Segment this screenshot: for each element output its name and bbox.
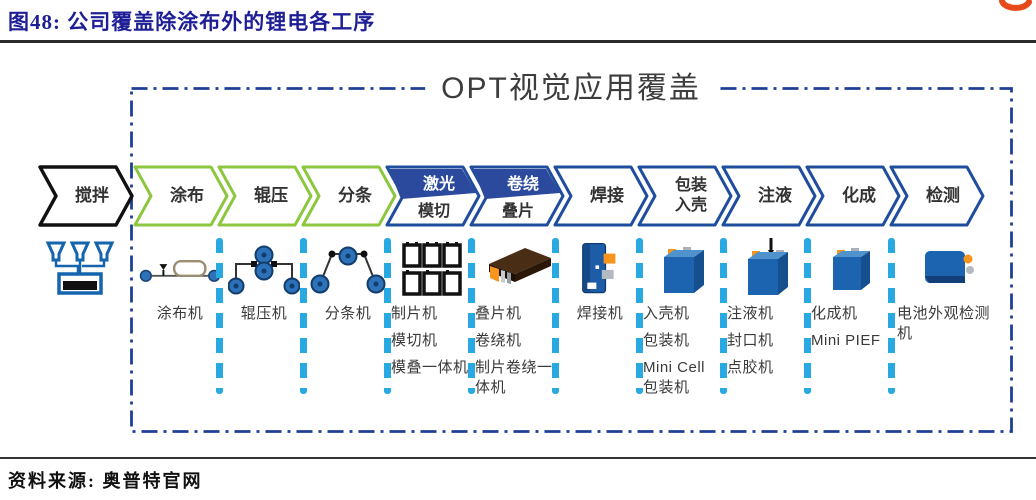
machine-label: 电池外观检测机 [897, 305, 991, 342]
dashed-divider [300, 238, 307, 394]
appearance-inspection-machine-icon [897, 240, 1001, 298]
machine-label: 制片机 [391, 305, 438, 322]
machine-label: 卷绕机 [475, 332, 522, 349]
step-label-bottom: 模切 [417, 203, 450, 220]
dashed-divider [720, 238, 727, 394]
machine-label: 焊接机 [576, 305, 624, 322]
dashed-divider [636, 238, 643, 394]
step-label: 搅拌 [75, 186, 109, 205]
step-label: 焊接 [590, 186, 624, 205]
step-arrow-winding-stacking: 卷绕 叠片 [469, 165, 565, 227]
machine-label: 注液机 [727, 305, 774, 322]
die-cutting-machine-icon [391, 240, 473, 298]
injection-machine-icon [727, 238, 809, 298]
step-arrow-inspection: 检测 [889, 165, 985, 227]
dashed-divider [552, 238, 559, 394]
step-label: 检测 [926, 186, 960, 205]
step-arrow-injection: 注液 [721, 165, 817, 227]
roll-press-machine-icon [223, 240, 305, 298]
coating-machine-icon [139, 240, 221, 298]
machine-label: 模叠一体机 [391, 359, 469, 376]
machine-cell-slitting: 分条机 [307, 240, 389, 440]
step-label: 分条 [338, 186, 372, 205]
machine-label: 点胶机 [727, 359, 774, 376]
step-label: 涂布 [170, 186, 204, 205]
step-label: 化成 [842, 186, 876, 205]
step-label-top: 激光 [422, 176, 455, 193]
machine-cell-appearance-inspection: 电池外观检测机 [897, 240, 1001, 440]
mixing-hoppers-icon [42, 240, 118, 303]
machine-label: 辊压机 [240, 305, 288, 322]
dashed-divider [216, 238, 223, 394]
dashed-divider [384, 238, 391, 394]
machine-cell-stacking-winding: 叠片机 卷绕机 制片卷绕一体机 [475, 240, 557, 440]
machine-label: 叠片机 [475, 305, 522, 322]
machine-cell-formation: 化成机 Mini PIEF [811, 240, 893, 440]
machine-label: 模切机 [391, 332, 438, 349]
machine-label: 分条机 [324, 305, 372, 322]
machine-cell-roll-press: 辊压机 [223, 240, 305, 440]
step-label-top: 卷绕 [506, 176, 539, 193]
machine-label: 制片卷绕一体机 [475, 359, 553, 396]
footer-divider-rule [0, 457, 1036, 459]
step-arrow-slitting: 分条 [301, 165, 397, 227]
step-label: 辊压 [254, 186, 288, 205]
coverage-box-title: OPT视觉应用覆盖 [425, 68, 717, 110]
machine-cell-injection: 注液机 封口机 点胶机 [727, 238, 809, 440]
figure-title: 图48: 公司覆盖除涂布外的锂电各工序 [8, 10, 376, 34]
step-label: 注液 [758, 186, 792, 205]
step-label-bottom: 叠片 [501, 203, 534, 220]
machine-label: 化成机 [811, 305, 858, 322]
machine-cell-coating: 涂布机 [139, 240, 221, 440]
machine-label: 入壳机 [643, 305, 690, 322]
title-divider-rule [0, 40, 1036, 43]
step-arrow-roll-press: 辊压 [217, 165, 313, 227]
machine-cell-casing-packing: 入壳机 包装机 Mini Cell 包装机 [643, 240, 725, 440]
slitting-machine-icon [307, 240, 389, 298]
welding-machine-icon [559, 240, 641, 298]
dashed-divider [888, 238, 895, 394]
step-arrow-laser-die-cut: 激光 模切 [385, 165, 481, 227]
step-label: 包装入壳 [674, 177, 707, 214]
source-text: 资料来源: 奥普特官网 [8, 471, 203, 491]
machine-label: 包装机 [643, 332, 690, 349]
step-arrow-coating: 涂布 [133, 165, 229, 227]
machine-label: Mini Cell 包装机 [643, 359, 706, 396]
casing-packing-machine-icon [643, 240, 725, 298]
stacking-winding-machine-icon [475, 240, 557, 298]
machine-cell-welding: 焊接机 [559, 240, 641, 440]
machine-label: 涂布机 [156, 305, 204, 322]
brand-logo-fragment-icon [998, 0, 1032, 18]
machine-label: 封口机 [727, 332, 774, 349]
step-arrow-welding: 焊接 [553, 165, 649, 227]
formation-machine-icon [811, 240, 893, 298]
step-arrow-packing-casing: 包装入壳 [637, 165, 733, 227]
step-arrow-formation: 化成 [805, 165, 901, 227]
machine-label: Mini PIEF [811, 332, 881, 349]
machine-cell-die-cutting: 制片机 模切机 模叠一体机 [391, 240, 473, 440]
dashed-divider [804, 238, 811, 394]
step-arrow-mixing: 搅拌 [38, 165, 134, 227]
dashed-divider [468, 238, 475, 394]
